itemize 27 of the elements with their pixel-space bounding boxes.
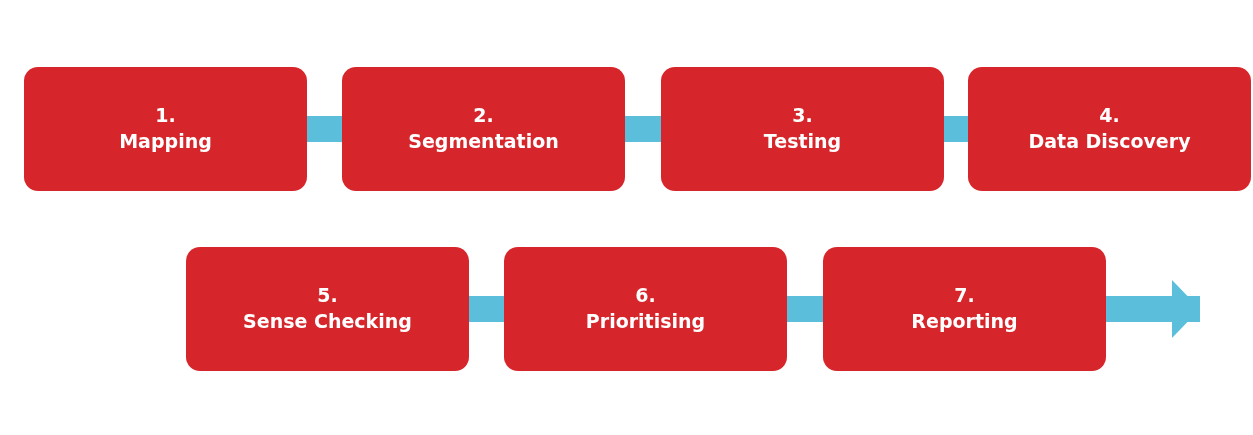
process-box bbox=[24, 67, 307, 191]
step-label: Reporting bbox=[911, 309, 1018, 334]
step-label: Segmentation bbox=[408, 129, 559, 154]
process-box bbox=[661, 67, 944, 191]
step-label: Testing bbox=[763, 129, 842, 154]
process-box bbox=[186, 247, 469, 371]
process-box bbox=[968, 67, 1251, 191]
connector-bar bbox=[944, 116, 968, 142]
step-number: 6. bbox=[635, 283, 656, 309]
connector-bar bbox=[787, 296, 823, 322]
connector-bar bbox=[469, 296, 504, 322]
step-label: Prioritising bbox=[585, 309, 706, 334]
arrow bbox=[1106, 280, 1200, 338]
step-number: 4. bbox=[1099, 103, 1120, 129]
connector-bar bbox=[625, 116, 661, 142]
step-label: Sense Checking bbox=[243, 309, 412, 334]
step-number: 2. bbox=[473, 103, 494, 129]
connector-bar bbox=[307, 116, 342, 142]
step-number: 1. bbox=[155, 103, 176, 129]
process-box bbox=[504, 247, 787, 371]
step-number: 3. bbox=[792, 103, 813, 129]
step-number: 5. bbox=[317, 283, 338, 309]
step-label: Data Discovery bbox=[1028, 129, 1191, 154]
step-number: 7. bbox=[954, 283, 975, 309]
step-label: Mapping bbox=[119, 129, 212, 154]
process-box bbox=[342, 67, 625, 191]
process-box bbox=[823, 247, 1106, 371]
